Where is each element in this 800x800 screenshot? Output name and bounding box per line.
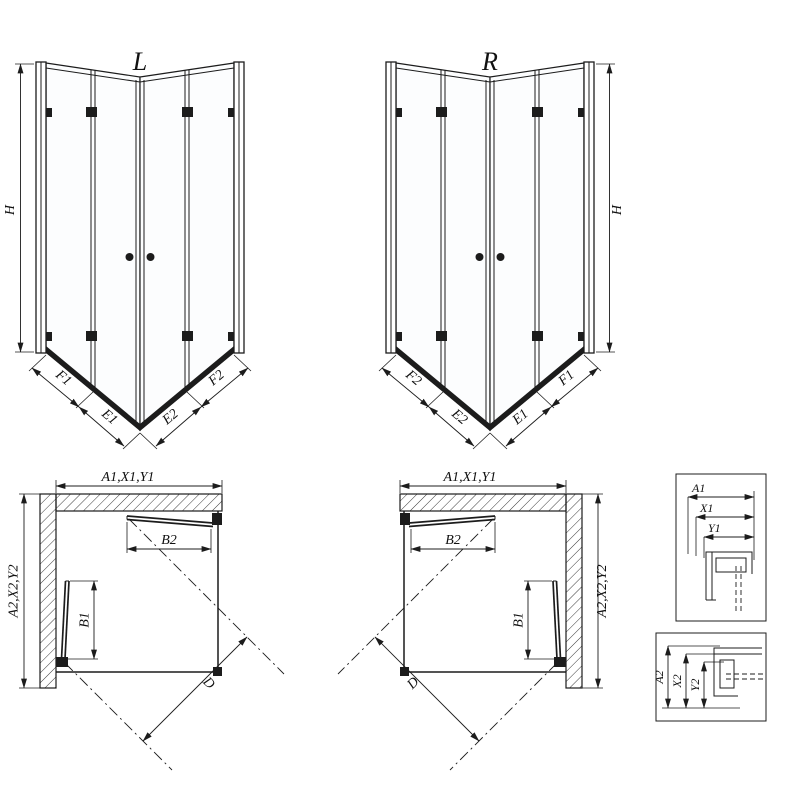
hinge xyxy=(578,332,584,341)
dim-label: A2,X2,Y2 xyxy=(7,565,22,619)
b1-dimension: B1 xyxy=(66,580,98,660)
height-label: H xyxy=(610,204,625,216)
dim-label: Y2 xyxy=(688,679,702,692)
dim-label: Y1 xyxy=(708,521,721,535)
door-pivot xyxy=(212,513,222,525)
hinge xyxy=(182,107,193,117)
front-view-left: L H F1 E1 E2 F2 xyxy=(3,47,252,450)
hinge xyxy=(86,331,97,341)
hinge xyxy=(228,332,234,341)
door-pivot xyxy=(400,513,410,525)
hinge xyxy=(46,332,52,341)
wall-top xyxy=(55,493,223,512)
dim-label: B1 xyxy=(78,612,93,628)
wall-top xyxy=(399,493,567,512)
hinge xyxy=(396,332,402,341)
hinge xyxy=(436,331,447,341)
profile-section xyxy=(713,647,762,697)
hinge xyxy=(532,107,543,117)
b1-dimension: B1 xyxy=(512,580,556,660)
dim-label: X1 xyxy=(699,501,713,515)
dim-label: B2 xyxy=(161,533,177,548)
detail-frame xyxy=(655,632,767,722)
door-knob xyxy=(475,253,484,261)
b2-dimension: B2 xyxy=(410,522,496,553)
diagonal-dimension: D xyxy=(64,518,285,771)
plan-view-right: B2 B1 A1,X1,Y1 A2,X2,Y2 xyxy=(337,470,610,771)
detail-frame xyxy=(675,473,767,622)
height-dimension: H xyxy=(3,63,34,353)
door-knob xyxy=(125,253,134,261)
corner-profile xyxy=(400,667,409,676)
height-label: H xyxy=(3,204,18,216)
hinge xyxy=(396,108,402,117)
depth-dimension: A2,X2,Y2 xyxy=(582,493,610,689)
door-open-right xyxy=(552,580,566,667)
front-view-right: R H F2 E2 E1 F1 xyxy=(378,47,625,450)
door-knob xyxy=(146,253,155,261)
door-pivot xyxy=(554,657,566,667)
width-dimension: A1,X1,Y1 xyxy=(55,470,223,493)
hinge xyxy=(46,108,52,117)
dim-label: B2 xyxy=(445,533,461,548)
width-dimension: A1,X1,Y1 xyxy=(399,470,567,493)
corner-profile xyxy=(213,667,222,676)
hinge xyxy=(436,107,447,117)
hinge xyxy=(228,108,234,117)
dim-label: X2 xyxy=(670,674,684,688)
plan-view-left: B2 B1 A1,X1,Y1 A2,X2,Y2 xyxy=(7,470,285,771)
dim-label: A1,X1,Y1 xyxy=(443,470,497,485)
door-open-left xyxy=(56,580,70,667)
depth-dimension: A2,X2,Y2 xyxy=(7,493,40,689)
detail-box-top: A1 X1 Y1 xyxy=(675,473,767,622)
variant-label: L xyxy=(132,47,147,76)
dim-label: A2 xyxy=(652,670,666,684)
door-pivot xyxy=(56,657,68,667)
door-knob xyxy=(496,253,505,261)
wall-right xyxy=(565,493,583,689)
variant-label: R xyxy=(481,47,498,76)
profile-section xyxy=(705,551,753,600)
door-open-top xyxy=(400,513,496,528)
dim-label: A1 xyxy=(691,481,705,495)
hinge xyxy=(578,108,584,117)
dim-label: B1 xyxy=(512,612,527,628)
detail-box-bottom: A2 X2 Y2 xyxy=(652,632,767,722)
hinge xyxy=(532,331,543,341)
hinge xyxy=(86,107,97,117)
wall-left xyxy=(39,493,57,689)
hinge xyxy=(182,331,193,341)
height-dimension: H xyxy=(596,63,625,353)
door-open-top xyxy=(126,513,222,528)
b2-dimension: B2 xyxy=(126,522,212,553)
dim-label: A2,X2,Y2 xyxy=(595,565,610,619)
dim-label: A1,X1,Y1 xyxy=(101,470,155,485)
